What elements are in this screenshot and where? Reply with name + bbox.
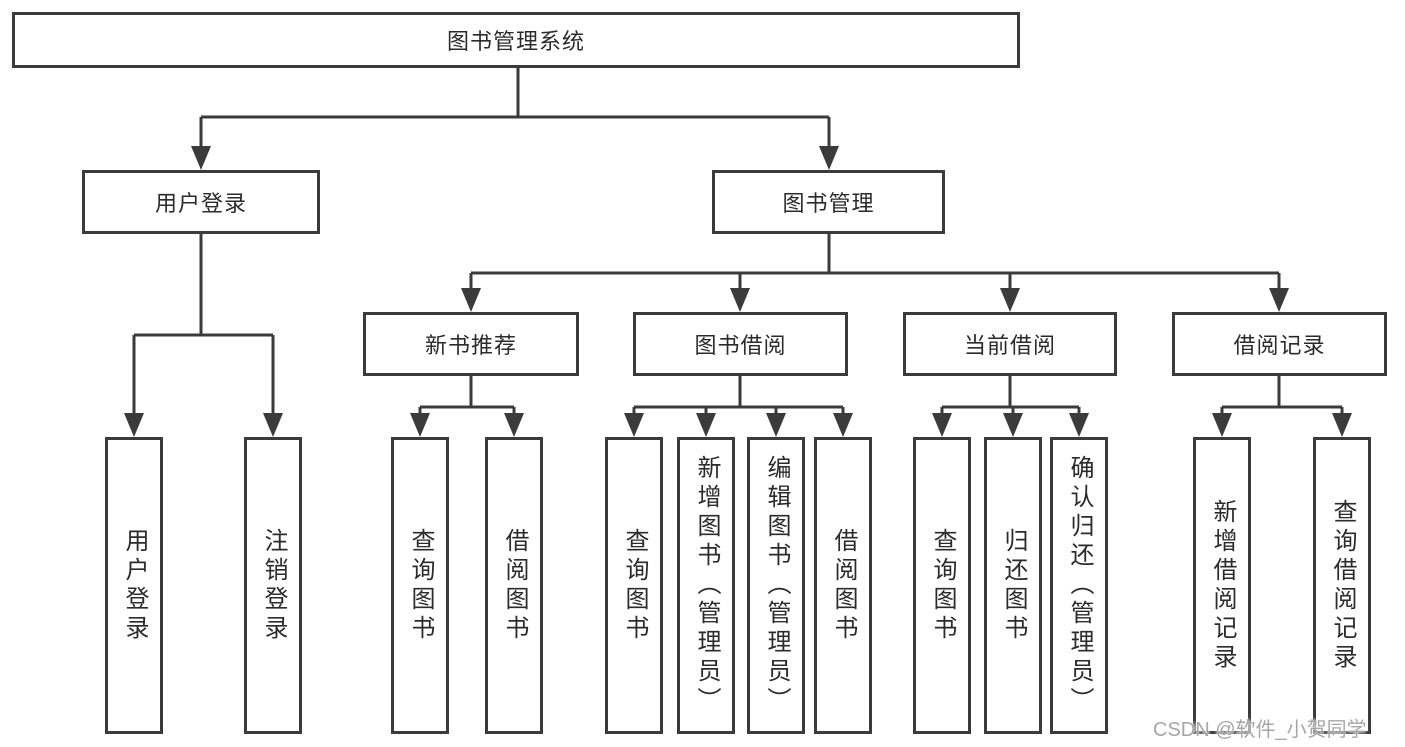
leaf-logout: 注销登录 <box>244 437 302 734</box>
leaf-query-books-recommend-label: 查询图书 <box>407 527 434 644</box>
leaf-borrow-books-label: 借阅图书 <box>830 527 857 644</box>
leaf-add-borrow-record: 新增借阅记录 <box>1193 437 1251 734</box>
node-current-borrow: 当前借阅 <box>903 312 1117 376</box>
node-book-management: 图书管理 <box>712 170 945 234</box>
node-user-login: 用户登录 <box>82 170 320 234</box>
leaf-borrow-books: 借阅图书 <box>814 437 872 734</box>
node-book-management-label: 图书管理 <box>782 191 875 216</box>
node-new-book-recommend: 新书推荐 <box>363 312 579 376</box>
leaf-query-books-current: 查询图书 <box>913 437 971 734</box>
leaf-query-borrow-record: 查询借阅记录 <box>1313 437 1371 734</box>
leaf-confirm-return-admin-label: 确认归还（管理员） <box>1066 455 1093 716</box>
leaf-return-book-label: 归还图书 <box>1000 527 1027 644</box>
leaf-confirm-return-admin: 确认归还（管理员） <box>1050 437 1108 734</box>
node-current-borrow-label: 当前借阅 <box>963 333 1056 358</box>
node-borrow-records: 借阅记录 <box>1172 312 1387 376</box>
leaf-add-book-admin: 新增图书（管理员） <box>677 437 735 734</box>
node-borrow-records-label: 借阅记录 <box>1233 333 1326 358</box>
leaf-return-book: 归还图书 <box>984 437 1042 734</box>
leaf-add-book-admin-label: 新增图书（管理员） <box>693 455 720 716</box>
leaf-user-login: 用户登录 <box>105 437 163 734</box>
leaf-borrow-books-recommend: 借阅图书 <box>485 437 543 734</box>
leaf-query-books-current-label: 查询图书 <box>929 527 956 644</box>
connector-lines <box>132 68 1344 418</box>
leaf-query-borrow-record-label: 查询借阅记录 <box>1329 498 1356 673</box>
node-new-book-recommend-label: 新书推荐 <box>424 333 517 358</box>
leaf-query-books-borrow: 查询图书 <box>605 437 663 734</box>
node-root: 图书管理系统 <box>12 12 1020 68</box>
leaf-edit-book-admin: 编辑图书（管理员） <box>747 437 805 734</box>
leaf-logout-label: 注销登录 <box>260 527 287 644</box>
csdn-watermark: CSDN @软件_小贺同学 <box>1153 719 1367 741</box>
leaf-add-borrow-record-label: 新增借阅记录 <box>1209 498 1236 673</box>
leaf-query-books-borrow-label: 查询图书 <box>621 527 648 644</box>
leaf-query-books-recommend: 查询图书 <box>391 437 449 734</box>
node-user-login-label: 用户登录 <box>154 191 247 216</box>
leaf-user-login-label: 用户登录 <box>121 527 148 644</box>
arrowhead-icons <box>124 146 1352 437</box>
leaf-edit-book-admin-label: 编辑图书（管理员） <box>763 455 790 716</box>
node-book-borrow: 图书借阅 <box>633 312 848 376</box>
node-root-label: 图书管理系统 <box>446 29 585 54</box>
node-book-borrow-label: 图书借阅 <box>694 333 787 358</box>
leaf-borrow-books-recommend-label: 借阅图书 <box>501 527 528 644</box>
